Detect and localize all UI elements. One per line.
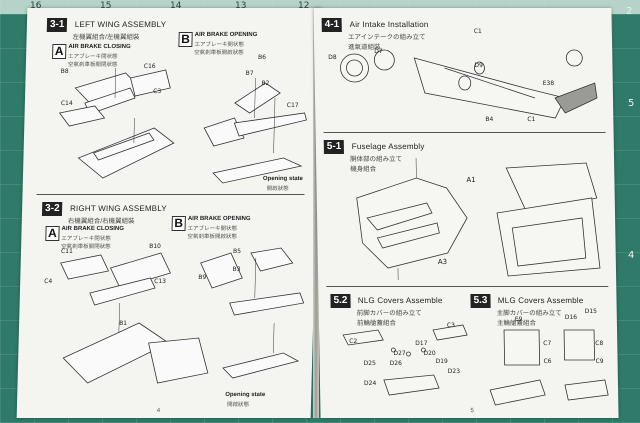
- part-label: D19: [435, 358, 448, 365]
- section-title: MLG Covers Assemble: [497, 296, 584, 305]
- part-label: B10: [149, 243, 161, 250]
- sub-title-cn: エアブレーキ開状態 空氣剎車板開啟狀態: [187, 226, 238, 240]
- part-label: C1: [527, 116, 536, 123]
- part-label: C4: [44, 278, 53, 285]
- section-title: Air Intake Installation: [349, 20, 429, 29]
- section-divider: [326, 286, 609, 287]
- right-wing-diagram: [60, 247, 305, 384]
- box-a: A: [45, 226, 60, 241]
- step-badge: 5.3: [470, 294, 491, 308]
- part-label: C2: [349, 338, 358, 345]
- step-badge: 4-1: [321, 18, 343, 32]
- part-label: B1: [119, 320, 128, 327]
- mat-number: 2: [626, 6, 633, 17]
- mat-number: 5: [628, 98, 635, 109]
- part-label: D15: [584, 308, 598, 315]
- part-label: D26: [389, 360, 402, 367]
- step-badge: 3-2: [41, 202, 63, 216]
- part-label: B5: [232, 248, 242, 255]
- part-label: B2: [261, 80, 270, 87]
- part-label: E9: [514, 316, 523, 323]
- part-label: D8: [328, 54, 337, 61]
- part-label: C3: [446, 322, 456, 329]
- section-title: LEFT WING ASSEMBLY: [74, 20, 167, 29]
- left-wing-diagram: [58, 68, 307, 184]
- section-title-cn: 左機翼組合/左機翼組裝: [72, 34, 140, 41]
- fuselage-diagram: [356, 158, 601, 280]
- ruler-mark: 12: [298, 1, 310, 11]
- sub-title: AIR BRAKE OPENING: [194, 32, 258, 38]
- right-page: 4-1 Air Intake Installation エアインテークの組み立て…: [313, 8, 619, 418]
- sub-title: AIR BRAKE CLOSING: [68, 44, 131, 50]
- part-label: C9: [595, 358, 604, 365]
- part-label: C8: [595, 340, 604, 347]
- left-page: 3-1 LEFT WING ASSEMBLY 左機翼組合/左機翼組裝 A AIR…: [16, 8, 322, 418]
- step-badge: 3-1: [46, 18, 68, 32]
- part-label: C3: [153, 88, 162, 95]
- part-label: D17: [415, 340, 428, 347]
- opening-state-cn: 開啟狀態: [226, 402, 250, 408]
- page-number: 5: [470, 408, 474, 414]
- section-title-cn: 右機翼組合/右機翼組裝: [67, 218, 135, 225]
- step-badge: 5-1: [323, 140, 345, 154]
- ruler-mark: 16: [30, 1, 42, 11]
- book-spine: [313, 8, 319, 418]
- part-label: B3: [232, 266, 241, 273]
- part-label: D24: [363, 380, 377, 387]
- part-label: E38: [542, 80, 555, 87]
- section-title: Fuselage Assembly: [351, 142, 425, 151]
- part-label: C1: [473, 28, 482, 35]
- ruler-mark: 14: [170, 1, 182, 11]
- part-label: B4: [485, 116, 494, 123]
- sub-title: AIR BRAKE OPENING: [187, 216, 251, 222]
- part-label: C6: [543, 358, 552, 365]
- sub-title: AIR BRAKE CLOSING: [61, 226, 125, 232]
- section-divider: [323, 132, 606, 133]
- sub-title-cn: エアブレーキ開状態 空氣剎車板開啟狀態: [194, 42, 244, 56]
- part-label: D27: [393, 350, 406, 357]
- section-divider: [36, 194, 305, 195]
- part-label: C13: [154, 278, 167, 285]
- box-a: A: [52, 44, 67, 59]
- step-badge: 5.2: [330, 294, 351, 308]
- opening-state-cn: 開啟狀態: [266, 186, 289, 192]
- part-label: C11: [60, 248, 73, 255]
- part-label: D7: [374, 48, 383, 55]
- part-label: D20: [423, 350, 436, 357]
- box-b: B: [171, 216, 186, 231]
- box-b: B: [178, 32, 193, 47]
- part-label: C17: [286, 102, 299, 109]
- mlg-covers-diagram: [489, 329, 609, 406]
- part-label: A1: [466, 176, 476, 184]
- mat-number: 4: [628, 250, 635, 261]
- section-title: NLG Covers Assemble: [357, 296, 443, 305]
- nlg-covers-diagram: [342, 324, 468, 396]
- section-3-1-header: 3-1 LEFT WING ASSEMBLY 左機翼組合/左機翼組裝: [46, 14, 167, 41]
- part-label: C16: [143, 63, 156, 70]
- part-label: B8: [60, 68, 69, 75]
- part-label: C14: [60, 100, 73, 107]
- part-label: B9: [198, 274, 207, 281]
- part-label: D16: [564, 314, 578, 321]
- opening-state-caption: Opening state: [262, 176, 303, 182]
- page-number: 4: [156, 408, 161, 414]
- part-label: C7: [543, 340, 552, 347]
- ruler-mark: 13: [235, 1, 247, 11]
- part-label: D9: [474, 62, 483, 69]
- section-title: RIGHT WING ASSEMBLY: [69, 204, 168, 213]
- part-label: B6: [257, 54, 267, 61]
- part-label: A3: [437, 258, 448, 266]
- air-intake-diagram: [340, 49, 598, 119]
- ruler-mark: 15: [100, 1, 112, 11]
- part-label: D25: [363, 360, 376, 367]
- part-label: B7: [245, 70, 254, 77]
- part-label: D23: [447, 368, 461, 375]
- section-3-2-header: 3-2 RIGHT WING ASSEMBLY 右機翼組合/右機翼組裝: [41, 198, 168, 225]
- opening-state-caption: Opening state: [225, 392, 266, 398]
